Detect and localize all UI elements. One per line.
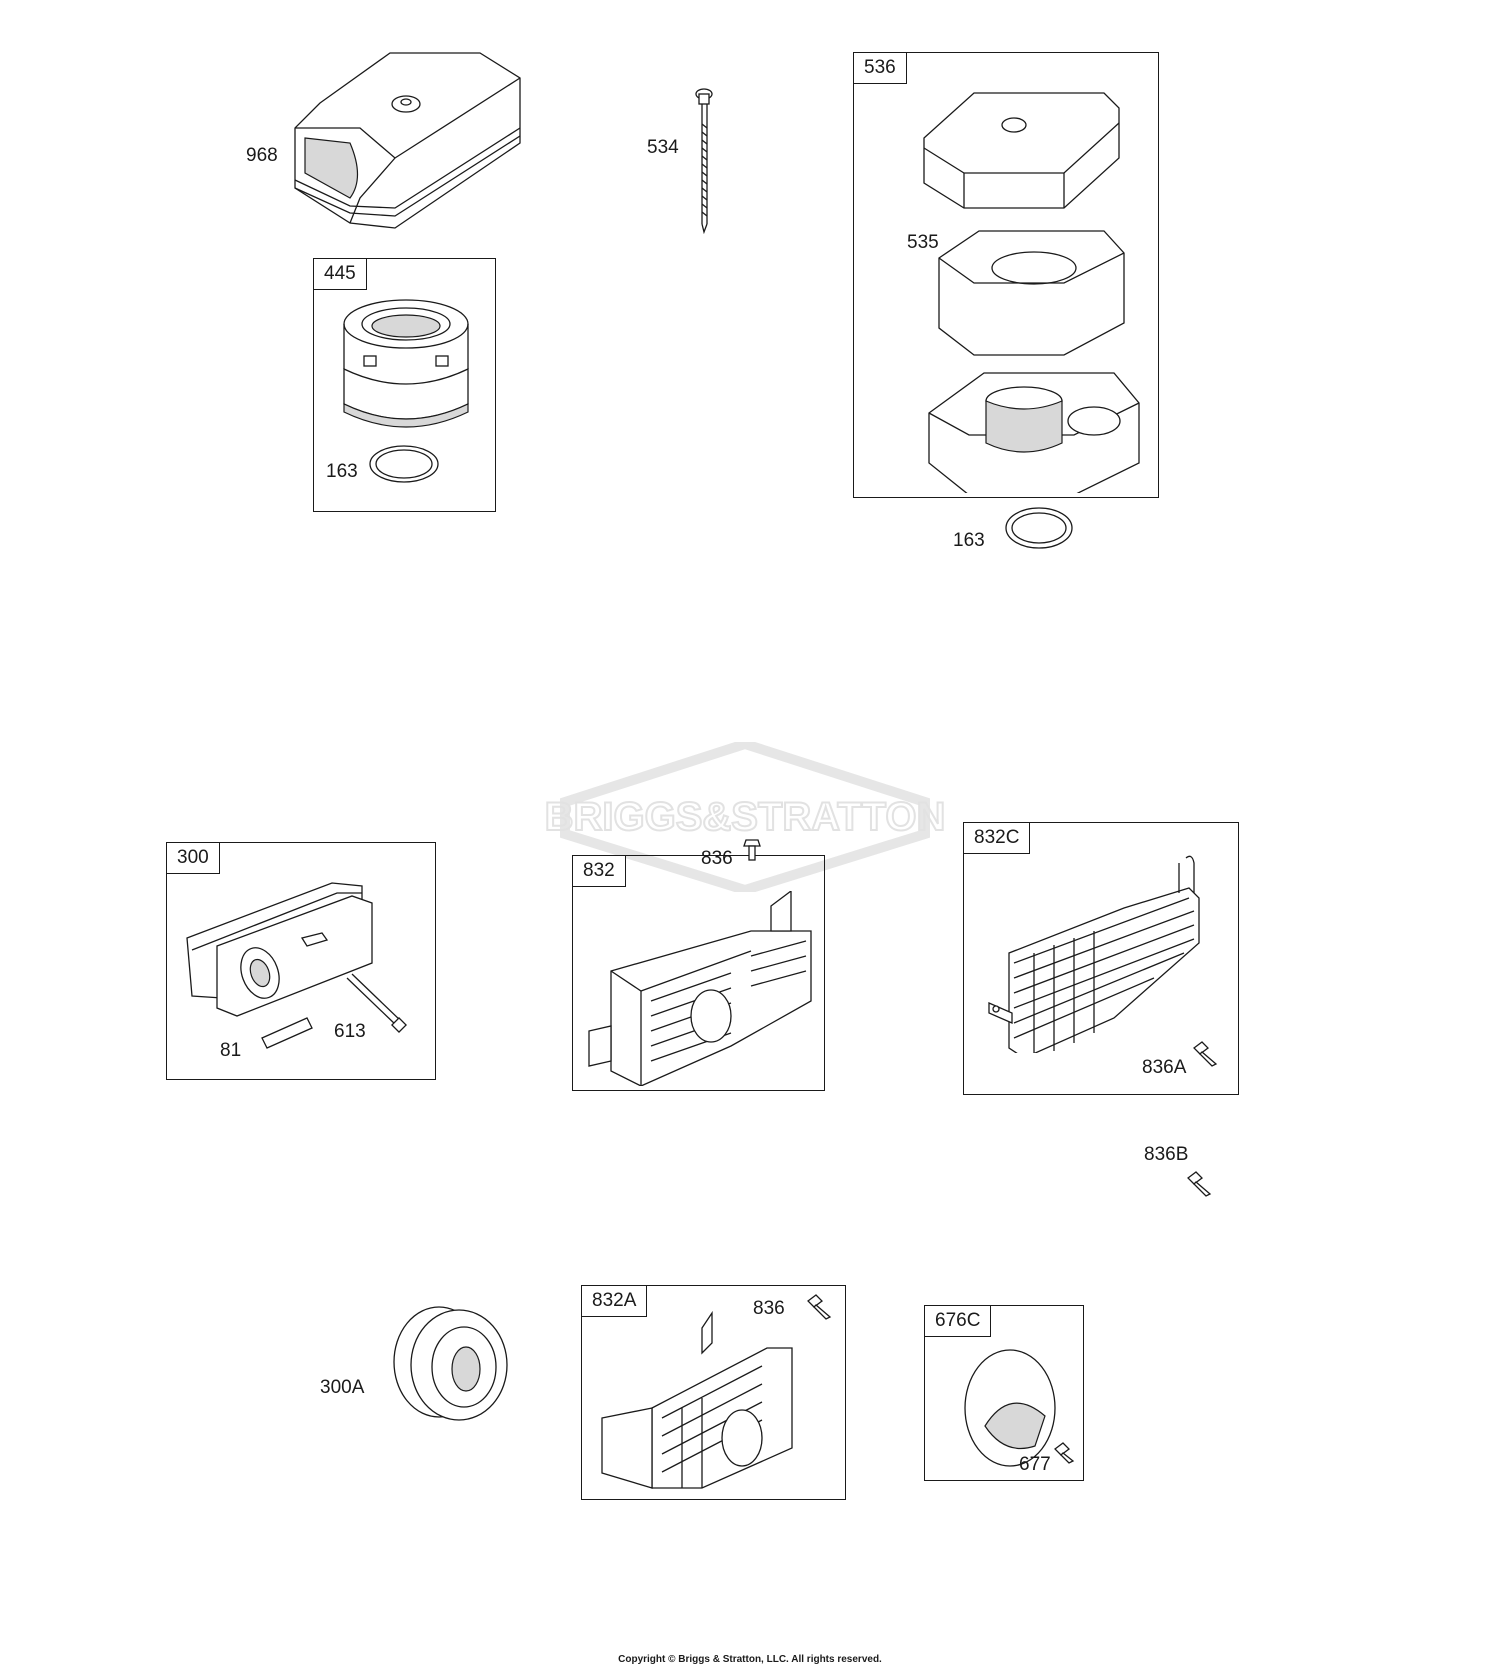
callout-613: 613 — [334, 1021, 366, 1042]
gasket-163-right — [1005, 507, 1073, 549]
box-label-676C: 676C — [925, 1306, 992, 1337]
callout-535: 535 — [907, 232, 939, 253]
screw-836-b-icon — [807, 1294, 832, 1320]
box-label-832C: 832C — [964, 823, 1031, 854]
muffler-300 — [186, 882, 407, 1049]
box-832A: 832A — [581, 1285, 846, 1500]
callout-300A: 300A — [320, 1377, 365, 1398]
spark-arrester-676C — [964, 1349, 1056, 1467]
heat-shield-832A — [601, 1310, 793, 1489]
box-300: 300 — [166, 842, 436, 1080]
svg-text:BRIGGS&STRATTON: BRIGGS&STRATTON — [545, 795, 945, 839]
callout-163-right: 163 — [953, 530, 985, 551]
screw-836B-icon — [1187, 1171, 1212, 1197]
screw-836-a-icon — [743, 839, 761, 861]
callout-81: 81 — [220, 1040, 242, 1061]
wire-guard-832C — [988, 855, 1200, 1053]
heat-shield-832 — [588, 891, 812, 1086]
box-832C: 832C — [963, 822, 1239, 1095]
copyright-notice: Copyright © Briggs & Stratton, LLC. All … — [618, 1654, 882, 1665]
callout-677: 677 — [1019, 1454, 1051, 1475]
callout-836-b: 836 — [753, 1298, 785, 1319]
box-label-445: 445 — [314, 259, 367, 290]
callout-163-left: 163 — [326, 461, 358, 482]
muffler-300A — [393, 1306, 508, 1421]
callout-534: 534 — [647, 137, 679, 158]
box-label-300: 300 — [167, 843, 220, 874]
filter-cartridge-445 — [343, 299, 469, 483]
screw-836A-icon — [1193, 1041, 1218, 1067]
box-label-832A: 832A — [582, 1286, 648, 1317]
callout-836B: 836B — [1144, 1144, 1189, 1165]
box-label-536: 536 — [854, 53, 907, 84]
box-label-832: 832 — [573, 856, 626, 887]
callout-968: 968 — [246, 145, 278, 166]
box-445: 445 — [313, 258, 496, 512]
air-cleaner-assembly-536 — [923, 92, 1140, 493]
air-cleaner-cover-968 — [294, 52, 521, 229]
brand-watermark: BRIGGS&STRATTON — [544, 738, 946, 896]
screw-677-icon — [1054, 1442, 1075, 1464]
watermark-logo-icon: BRIGGS&STRATTON — [544, 738, 946, 896]
box-536: 536 — [853, 52, 1159, 498]
box-832: 832 — [572, 855, 825, 1091]
box-676C: 676C — [924, 1305, 1084, 1481]
callout-836A: 836A — [1142, 1057, 1187, 1078]
long-bolt-534 — [695, 88, 713, 234]
callout-836-a: 836 — [701, 848, 733, 869]
